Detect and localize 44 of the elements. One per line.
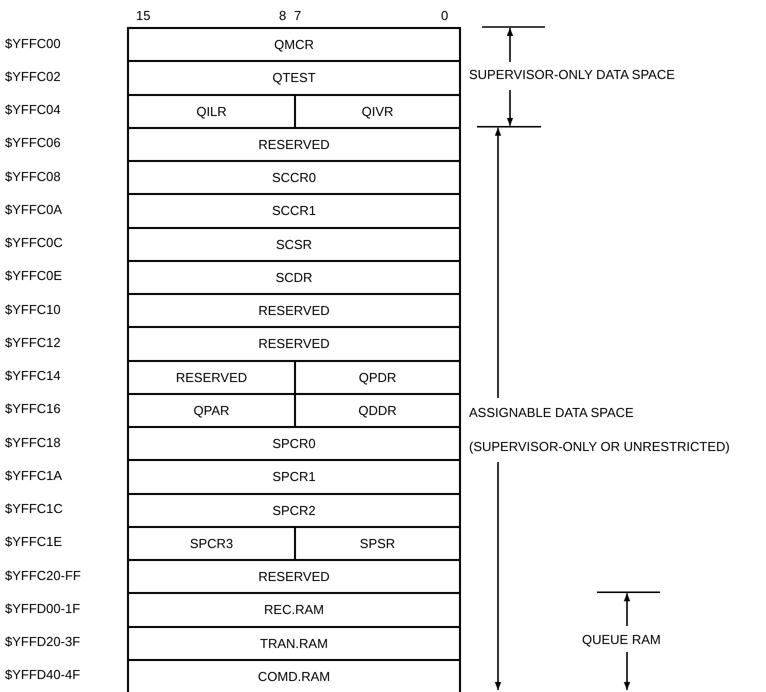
register-field: SPCR2 [127,492,461,528]
register-field: SCCR1 [127,193,461,228]
region-label: ASSIGNABLE DATA SPACE [469,405,634,421]
register-field: REC.RAM [127,592,461,628]
register-field: COMD.RAM [127,658,461,692]
register-field: SPCR1 [127,459,461,494]
address-label: $YFFC18 [5,434,61,451]
address-label: $YFFC14 [5,368,61,384]
address-label: $YFFC10 [5,302,61,318]
address-label: $YFFC1A [5,468,62,484]
register-field: SCSR [127,226,461,262]
address-label: $YFFC0E [5,268,62,284]
register-field: TRAN.RAM [127,626,461,661]
address-label: $YFFC02 [5,68,61,85]
address-label: $YFFC04 [5,102,61,118]
address-label: $YFFC06 [5,135,61,152]
address-label: $YFFC1C [5,501,63,518]
address-label: $YFFC0A [5,202,62,218]
address-label: $YFFD20-3F [5,634,80,650]
address-label: $YFFC20-FF [5,568,81,584]
address-label: $YFFC08 [5,168,61,185]
register-field: RESERVED [127,293,461,328]
region-label: SUPERVISOR-ONLY DATA SPACE [469,67,675,83]
register-field: QMCR [127,27,461,62]
register-field: QTEST [127,60,461,96]
address-label: $YFFC12 [5,334,61,351]
register-field: RESERVED [127,559,461,594]
bit-number: 7 [294,8,302,24]
register-field: RESERVED [127,326,461,362]
address-label: $YFFC00 [5,36,61,52]
bit-number: 8 [279,8,286,24]
register-field: SCCR0 [127,160,461,196]
bit-number: 0 [441,8,448,24]
region-label: QUEUE RAM [582,632,661,648]
address-label: $YFFC1E [5,534,62,550]
address-label: $YFFD40-4F [5,667,80,684]
register-field: SCDR [127,260,461,295]
address-label: $YFFC16 [5,401,61,418]
address-label: $YFFD00-1F [5,600,80,617]
address-label: $YFFC0C [5,235,63,252]
bit-number: 15 [136,8,150,24]
register-field: RESERVED [127,126,461,162]
register-field: SPCR0 [127,426,461,462]
region-label: (SUPERVISOR-ONLY OR UNRESTRICTED) [469,439,730,455]
